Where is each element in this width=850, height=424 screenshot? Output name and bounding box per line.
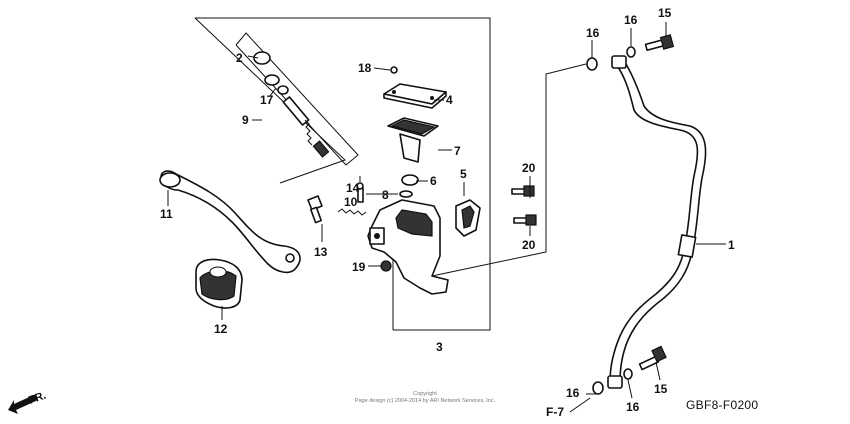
callout-16-top-left: 16: [586, 26, 600, 40]
holder-bolts[interactable]: [511, 185, 537, 226]
callout-labels: 2 17 9 18 4 7 6 8 5 14 10 11 13 19 12 3 …: [160, 6, 735, 414]
callout-18: 18: [358, 61, 372, 75]
copyright: Copyright Page design (c) 2004-2014 by A…: [355, 391, 496, 404]
callout-7: 7: [454, 144, 461, 158]
pushrod-spring[interactable]: [337, 182, 367, 216]
callout-5: 5: [460, 167, 467, 181]
callout-19: 19: [352, 260, 366, 274]
callout-11: 11: [160, 207, 173, 221]
callout-4: 4: [446, 93, 453, 107]
copyright-line-1: Copyright: [413, 391, 437, 397]
callout-10: 10: [344, 195, 358, 209]
callout-14: 14: [346, 181, 360, 195]
leader-lines: [167, 22, 726, 399]
front-arrow: FR.: [8, 389, 48, 414]
callout-1: 1: [728, 238, 735, 252]
section-ref-label: F-7: [546, 405, 564, 419]
oil-bolts-washers[interactable]: [586, 34, 675, 395]
callout-16-bottom-right: 16: [626, 400, 640, 414]
callout-3: 3: [436, 340, 443, 354]
front-arrow-icon: [8, 394, 38, 414]
callout-20-bottom: 20: [522, 238, 536, 252]
master-cylinder-holder[interactable]: [455, 199, 481, 237]
front-arrow-label: FR.: [27, 389, 48, 406]
callout-16-bottom-left: 16: [566, 386, 580, 400]
copyright-line-2: Page design (c) 2004-2014 by ARI Network…: [355, 398, 496, 404]
callout-9: 9: [242, 113, 249, 127]
section-reference: F-7: [546, 397, 591, 419]
pivot-bolt[interactable]: [307, 195, 323, 224]
callout-12: 12: [214, 322, 228, 336]
brake-hose[interactable]: [607, 55, 707, 389]
callout-15-top: 15: [658, 6, 672, 20]
callout-16-top-right: 16: [624, 13, 638, 27]
callout-13: 13: [314, 245, 328, 259]
callout-17: 17: [260, 93, 274, 107]
callout-6: 6: [430, 174, 437, 188]
drawing-code: GBF8-F0200: [686, 398, 758, 412]
callout-8: 8: [382, 188, 389, 202]
reservoir-cap[interactable]: [383, 66, 447, 163]
callout-2: 2: [236, 51, 243, 65]
brake-lever[interactable]: [159, 170, 301, 274]
lever-cover[interactable]: [195, 258, 243, 309]
piston-kit[interactable]: [253, 51, 330, 158]
callout-15-bottom: 15: [654, 382, 668, 396]
piston-kit-bracket-9: [235, 32, 359, 166]
callout-20-top: 20: [522, 161, 536, 175]
master-cylinder[interactable]: [367, 174, 449, 295]
